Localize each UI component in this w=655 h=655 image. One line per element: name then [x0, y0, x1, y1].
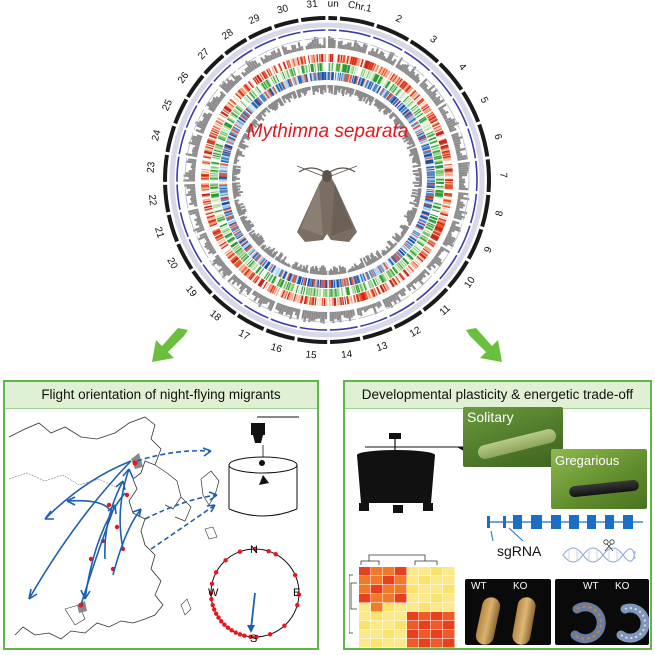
gene-model-icon: [487, 515, 643, 542]
chromosome-label: 5: [478, 95, 491, 105]
karyotype-band: [438, 62, 464, 91]
karyotype-band: [203, 54, 225, 75]
gregarious-larva-photo: Gregarious: [551, 449, 647, 509]
karyotype-band: [477, 123, 490, 157]
karyotype-band: [165, 125, 177, 153]
chromosome-label: 8: [494, 209, 506, 217]
chromosome-label: 7: [497, 172, 508, 178]
chromosome-label: 20: [164, 256, 179, 271]
migration-map: [8, 416, 220, 640]
compass-rose-icon: [208, 546, 302, 640]
chromosome-label: 19: [183, 284, 199, 300]
chromosome-label: 2: [394, 13, 404, 25]
wt-label-2: WT: [583, 581, 599, 592]
moth-image: [296, 165, 358, 242]
chromosome-label: 16: [269, 342, 283, 356]
ko-label-1: KO: [513, 581, 528, 592]
chromosome-label: 27: [196, 46, 212, 62]
karyotype-band: [376, 23, 410, 42]
chromosome-label: 9: [483, 245, 495, 255]
karyotype-band: [447, 260, 469, 289]
chromosome-label: 30: [276, 3, 290, 17]
chromosome-label: 29: [247, 12, 262, 27]
chromosome-label: 22: [146, 194, 158, 207]
larvae-photo-2: WT KO: [555, 579, 649, 645]
karyotype-band: [173, 98, 189, 125]
compass-east-label: E: [293, 587, 301, 599]
chromosome-label: 4: [456, 62, 468, 74]
chromosome-label: 18: [207, 308, 223, 324]
karyotype-band: [211, 293, 237, 316]
ko-label-2: KO: [615, 581, 630, 592]
panel-title-flight: Flight orientation of night-flying migra…: [5, 382, 317, 409]
chromosome-label: 15: [305, 349, 318, 360]
chromosome-label: 6: [491, 133, 503, 142]
chromosome-label: Chr.1: [347, 0, 373, 15]
developmental-plasticity-panel: Developmental plasticity & energetic tra…: [343, 380, 652, 650]
sgrna-label: sgRNA: [497, 543, 542, 559]
karyotype-band: [466, 228, 484, 260]
chromosome-label: 3: [428, 34, 439, 46]
karyotype-band: [247, 25, 273, 40]
karyotype-band: [176, 243, 194, 270]
karyotype-band: [485, 159, 491, 193]
chromosome-label: un: [327, 0, 339, 10]
flight-mill-icon: [357, 433, 477, 513]
chromosome-label: 31: [306, 0, 318, 11]
chromosome-label: 26: [176, 70, 192, 86]
circos-genome-plot: Chr.123456789101112131415161718192021222…: [146, 0, 509, 360]
karyotype-band: [163, 154, 169, 182]
green-arrow-icon-right: [466, 328, 502, 362]
heatmap-icon: [349, 554, 455, 648]
compass-north-label: N: [250, 544, 258, 556]
flight-orientation-panel: Flight orientation of night-flying migra…: [3, 380, 319, 650]
chromosome-label: 10: [462, 275, 478, 291]
karyotype-band: [300, 16, 326, 23]
karyotype-band: [362, 326, 393, 340]
karyotype-band: [409, 39, 440, 64]
panel-title-plasticity: Developmental plasticity & energetic tra…: [345, 382, 650, 409]
karyotype-band: [224, 37, 248, 56]
chromosome-label: 14: [341, 349, 354, 360]
green-arrow-icon-left: [152, 328, 188, 362]
karyotype-band: [265, 328, 296, 341]
chromosome-label: 11: [438, 303, 453, 318]
chromosome-label: 13: [375, 340, 389, 354]
solitary-label: Solitary: [467, 409, 514, 425]
karyotype-band: [163, 184, 171, 213]
karyotype-band: [166, 214, 179, 243]
karyotype-band: [236, 313, 265, 331]
larvae-photo-1: WT KO: [465, 579, 551, 645]
karyotype-band: [330, 336, 361, 344]
chromosome-label: 24: [150, 128, 164, 142]
chromosome-label: 28: [220, 27, 236, 43]
compass-south-label: S: [250, 633, 258, 645]
gregarious-label: Gregarious: [555, 453, 620, 468]
flight-simulator-icon: [228, 416, 299, 517]
solitary-larva-photo: Solitary: [463, 407, 563, 467]
scissors-icon: [603, 539, 615, 552]
migration-routes: [28, 447, 218, 606]
chromosome-label: 17: [236, 328, 251, 343]
karyotype-band: [339, 16, 375, 27]
karyotype-band: [297, 337, 328, 345]
dna-helix-icon: [562, 539, 636, 563]
karyotype-band: [273, 18, 299, 29]
karyotype-band: [461, 91, 481, 123]
chromosome-label: 21: [152, 226, 166, 240]
chromosome-label: 23: [146, 161, 158, 173]
species-name: Mythimna separata: [246, 121, 409, 142]
karyotype-band: [186, 74, 205, 99]
karyotype-band: [480, 194, 491, 228]
trap-sites: [78, 460, 138, 608]
karyotype-band: [191, 270, 213, 295]
chromosome-label: 12: [408, 325, 424, 340]
wt-label-1: WT: [471, 581, 487, 592]
chromosome-label: 25: [160, 98, 175, 113]
karyotype-band: [422, 287, 449, 312]
compass-west-label: W: [208, 587, 219, 599]
karyotype-band: [393, 310, 423, 330]
